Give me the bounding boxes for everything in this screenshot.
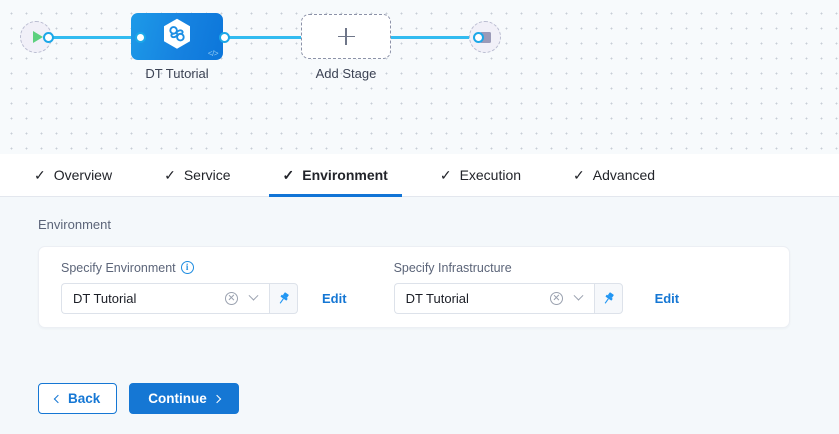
pin-icon xyxy=(279,291,289,304)
specify-infrastructure-label-row: Specify Infrastructure xyxy=(394,261,680,275)
continue-button[interactable]: Continue xyxy=(129,383,239,414)
check-icon: ✓ xyxy=(282,167,295,183)
specify-infrastructure-group: Specify Infrastructure DT Tutorial xyxy=(393,261,680,314)
code-icon: </> xyxy=(207,49,219,58)
back-button[interactable]: Back xyxy=(38,383,118,414)
back-button-label: Back xyxy=(68,391,101,406)
add-stage-button[interactable] xyxy=(301,14,391,59)
continue-button-label: Continue xyxy=(148,391,207,406)
specify-environment-label: Specify Environment xyxy=(61,260,176,275)
stage-node-output-port[interactable] xyxy=(219,32,230,43)
specify-environment-row: DT Tutorial Edit xyxy=(61,282,347,314)
chevron-down-icon[interactable] xyxy=(248,290,259,301)
tab-execution-label: Execution xyxy=(459,167,522,183)
edge-start-to-stage xyxy=(46,36,140,39)
stage-node-dt-tutorial[interactable]: </> xyxy=(131,13,223,60)
stage-node-label: DT Tutorial xyxy=(145,66,209,81)
stage-tabs: ✓ Overview ✓ Service ✓ Environment ✓ Exe… xyxy=(0,154,839,197)
specify-infrastructure-row: DT Tutorial Edit xyxy=(393,282,680,314)
pipeline-canvas[interactable]: </> DT Tutorial Add Stage xyxy=(0,0,839,154)
start-node-output-port[interactable] xyxy=(43,32,54,43)
section-title: Environment xyxy=(38,217,111,232)
environment-pin-button[interactable] xyxy=(269,282,298,314)
tab-environment-label: Environment xyxy=(302,167,388,183)
check-icon: ✓ xyxy=(164,167,176,183)
specify-infrastructure-label: Specify Infrastructure xyxy=(393,260,512,275)
tab-execution[interactable]: ✓ Execution xyxy=(426,154,535,196)
clear-icon[interactable] xyxy=(549,291,563,305)
check-icon: ✓ xyxy=(439,167,452,183)
infrastructure-pin-button[interactable] xyxy=(593,282,623,314)
stop-icon xyxy=(479,31,491,43)
environment-select[interactable]: DT Tutorial xyxy=(61,282,269,314)
end-node-input-port[interactable] xyxy=(473,32,484,43)
stage-node-input-port[interactable] xyxy=(135,32,146,43)
environment-select-value: DT Tutorial xyxy=(73,290,137,306)
tab-service-label: Service xyxy=(183,167,231,183)
plus-icon-vertical xyxy=(345,28,347,45)
play-icon xyxy=(32,31,43,43)
check-icon: ✓ xyxy=(34,167,46,183)
environment-edit-link[interactable]: Edit xyxy=(322,290,347,306)
tab-advanced-label: Advanced xyxy=(592,167,656,183)
chevron-down-icon[interactable] xyxy=(573,290,584,301)
specify-environment-label-row: Specify Environment i xyxy=(61,261,347,275)
clear-icon[interactable] xyxy=(225,291,238,305)
edge-stage-to-addstage xyxy=(222,36,306,39)
wizard-footer: Back Continue xyxy=(38,383,239,414)
specify-environment-group: Specify Environment i DT Tutorial xyxy=(61,261,347,314)
chevron-right-icon xyxy=(212,394,222,403)
add-stage-label: Add Stage xyxy=(315,66,377,81)
check-icon: ✓ xyxy=(573,167,585,183)
infrastructure-edit-link[interactable]: Edit xyxy=(654,290,680,306)
info-icon[interactable]: i xyxy=(180,261,194,274)
tab-advanced[interactable]: ✓ Advanced xyxy=(559,154,669,196)
tab-overview-label: Overview xyxy=(53,167,113,183)
chevron-left-icon xyxy=(53,394,63,403)
hexagon-link-icon xyxy=(162,17,192,54)
tab-overview[interactable]: ✓ Overview xyxy=(20,154,126,196)
infrastructure-select-value: DT Tutorial xyxy=(405,290,469,306)
infrastructure-select[interactable]: DT Tutorial xyxy=(393,282,594,314)
tab-service[interactable]: ✓ Service xyxy=(150,154,244,196)
tab-environment[interactable]: ✓ Environment xyxy=(268,154,403,197)
environment-panel: Specify Environment i DT Tutorial xyxy=(38,246,790,328)
pin-icon xyxy=(604,291,614,304)
edge-addstage-to-end xyxy=(386,36,478,39)
